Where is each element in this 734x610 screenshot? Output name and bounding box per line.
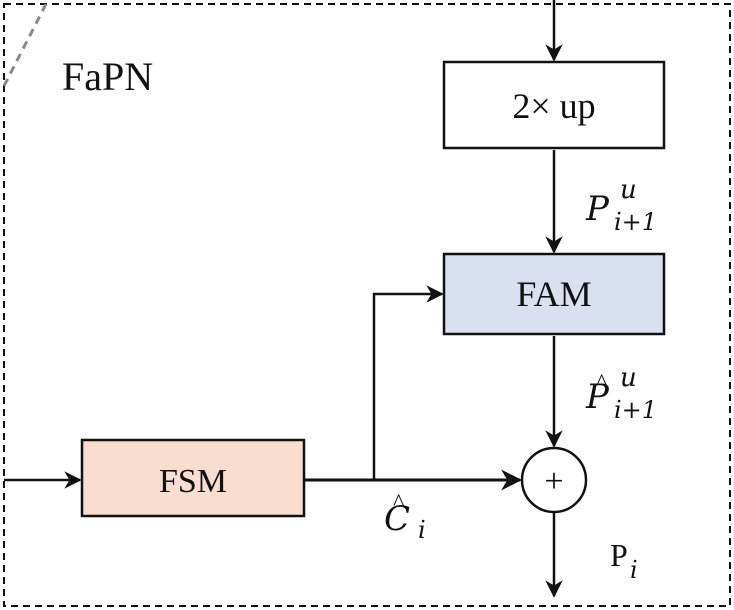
c-hat-base: C <box>384 499 410 539</box>
p-hat-base: P <box>585 377 610 417</box>
fsm-box <box>80 438 306 518</box>
p-out-base: P <box>610 537 628 573</box>
fam-node: FAM <box>442 252 666 336</box>
upsample-node: 2× up <box>442 60 666 150</box>
fam-box <box>442 252 666 336</box>
p-up-base: P <box>585 189 610 229</box>
fsm-node: FSM <box>80 438 306 518</box>
arrow-fsm-to-fam <box>372 285 444 480</box>
p-hat-sup: u <box>620 363 637 393</box>
p-hat-mark: ^ <box>596 370 607 396</box>
c-hat-mark: ^ <box>393 490 404 516</box>
plus-icon: + <box>544 463 563 500</box>
fapn-container <box>3 3 731 607</box>
label-p-aligned: ^ P u i+1 <box>585 363 657 424</box>
p-hat-sub: i+1 <box>614 396 657 424</box>
label-p-upsampled: P u i+1 <box>585 175 657 236</box>
c-hat-sub: i <box>418 516 426 544</box>
p-out-sub: i <box>630 556 638 584</box>
module-title: FaPN <box>62 54 153 99</box>
fsm-label: FSM <box>159 463 227 500</box>
label-c-hat: ^ C i <box>384 490 426 544</box>
upsample-box <box>442 60 666 150</box>
p-up-sub: i+1 <box>614 208 657 236</box>
sum-circle <box>520 446 588 514</box>
dashed-connector-line <box>2 3 48 87</box>
p-up-sup: u <box>620 175 637 205</box>
sum-node: + <box>520 446 588 514</box>
label-p-out: P i <box>610 537 638 584</box>
upsample-label: 2× up <box>512 86 595 126</box>
fam-label: FAM <box>516 274 591 314</box>
